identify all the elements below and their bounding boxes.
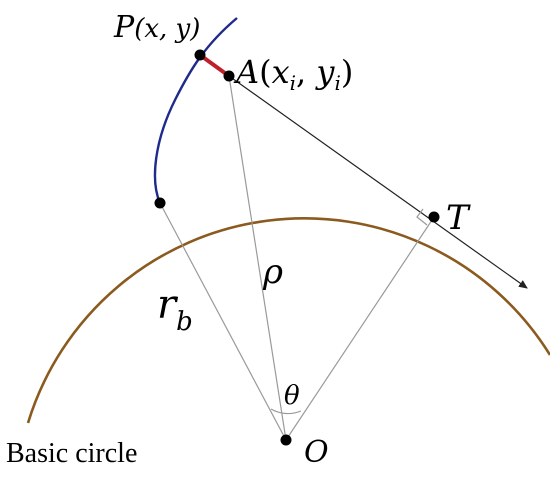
- point-rb-base: [154, 197, 166, 209]
- radius-ot-line: [285, 216, 435, 441]
- label-a-main: A: [233, 53, 259, 91]
- label-rb-main: r: [157, 282, 179, 328]
- label-a-y: y: [314, 53, 335, 91]
- point-p: [194, 49, 206, 61]
- point-a: [223, 70, 235, 82]
- tangent-line: [228, 75, 528, 289]
- construction-lines: [159, 75, 528, 441]
- label-a-x: x: [272, 53, 290, 91]
- label-o: O: [304, 435, 329, 470]
- point-t: [428, 211, 440, 223]
- base-circle-arc: [26, 217, 550, 424]
- segment-pa: [198, 53, 231, 78]
- label-p: P(x, y): [113, 10, 200, 45]
- radius-rho-line: [228, 75, 287, 441]
- label-a-ysub: i: [334, 71, 340, 95]
- label-theta: θ: [284, 381, 300, 411]
- label-rb-sub: b: [176, 307, 193, 337]
- label-rho: ρ: [262, 252, 283, 292]
- label-a-close: ): [341, 53, 353, 91]
- radius-rb-line: [159, 202, 287, 441]
- point-o: [280, 434, 292, 446]
- label-a-open: (: [259, 53, 271, 91]
- caption-basic-circle: Basic circle: [6, 438, 137, 469]
- label-p-main: P: [113, 10, 135, 45]
- points: [154, 49, 440, 446]
- theta-angle-arc: [270, 408, 302, 415]
- label-t: T: [446, 198, 471, 238]
- label-a-xsub: i: [290, 71, 296, 95]
- label-a: A(xi, yi): [233, 53, 353, 95]
- right-angle-mark: [416, 208, 428, 226]
- involute-curve: [153, 17, 238, 204]
- label-rb: rb: [157, 282, 193, 337]
- label-a-comma: ,: [296, 53, 316, 91]
- label-p-args: (x, y): [134, 14, 200, 44]
